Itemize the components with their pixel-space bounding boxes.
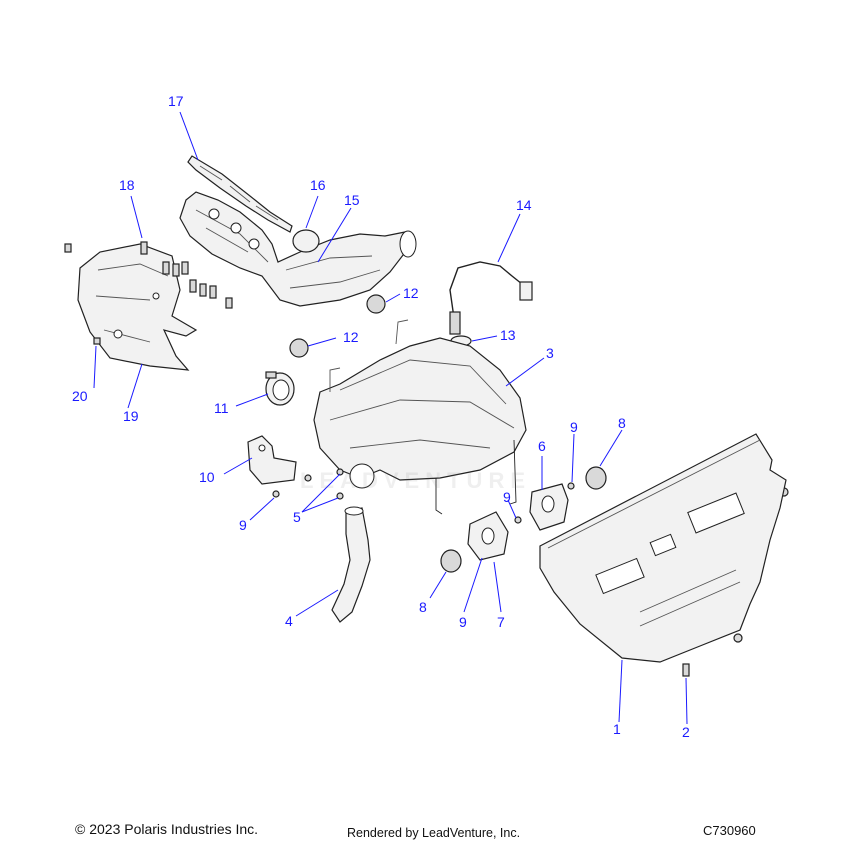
part-grommet-upper — [366, 294, 386, 314]
part-mount-upper — [529, 483, 569, 531]
callout-20: 20 — [72, 388, 88, 404]
part-exhaust-manifold — [179, 191, 417, 307]
callout-11: 11 — [214, 400, 229, 416]
copyright-text: © 2023 Polaris Industries Inc. — [75, 821, 259, 837]
callout-12-lower: 12 — [343, 329, 359, 345]
callout-3: 3 — [546, 345, 554, 361]
callout-8-upper: 8 — [618, 415, 626, 431]
part-gasket — [187, 155, 293, 233]
part-isolator-lower — [440, 549, 462, 573]
part-oxygen-sensor — [449, 261, 533, 335]
part-isolator-upper — [585, 466, 607, 490]
part-bracket — [247, 435, 297, 485]
part-mount-lower — [467, 511, 509, 561]
callout-17: 17 — [168, 93, 184, 109]
part-muffler — [313, 319, 527, 515]
watermark: LEADVENTURE — [300, 468, 532, 493]
callout-13: 13 — [500, 327, 516, 343]
rendered-by-text: Rendered by LeadVenture, Inc. — [347, 826, 521, 840]
callout-15: 15 — [344, 192, 360, 208]
part-heat-shield — [77, 243, 198, 371]
callout-2: 2 — [682, 724, 690, 740]
part-clamp — [265, 371, 295, 406]
callout-labels: 17 18 16 15 14 12 12 13 3 20 11 19 10 9 … — [72, 93, 690, 740]
callout-4: 4 — [285, 613, 293, 629]
callout-5: 5 — [293, 509, 301, 525]
callout-9-mid: 9 — [503, 489, 511, 505]
callout-10: 10 — [199, 469, 215, 485]
callout-14: 14 — [516, 197, 532, 213]
callout-1: 1 — [613, 721, 621, 737]
leader-lines — [93, 111, 688, 725]
callout-9-upper: 9 — [570, 419, 578, 435]
callout-12-upper: 12 — [403, 285, 419, 301]
bolt-group-18 — [64, 241, 233, 345]
part-skid-plate — [539, 433, 787, 663]
callout-6: 6 — [538, 438, 546, 454]
callout-9-left: 9 — [239, 517, 247, 533]
callout-7: 7 — [497, 614, 505, 630]
callout-9-lower: 9 — [459, 614, 467, 630]
callout-16: 16 — [310, 177, 326, 193]
part-tail-pipe — [331, 506, 371, 623]
diagram-code: C730960 — [703, 823, 756, 838]
callout-18: 18 — [119, 177, 135, 193]
callout-8-lower: 8 — [419, 599, 427, 615]
callout-19: 19 — [123, 408, 139, 424]
part-grommet-lower — [289, 338, 309, 358]
part-ring — [292, 229, 320, 253]
